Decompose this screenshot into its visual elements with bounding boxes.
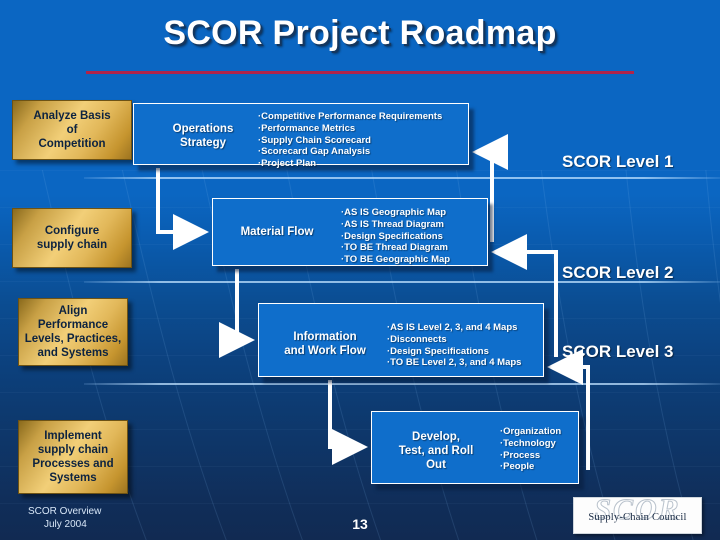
scor-level-2-label: SCOR Level 2	[562, 263, 674, 282]
phase-item: Organization	[500, 426, 561, 438]
divider-level-1	[84, 177, 720, 179]
phase-item: TO BE Level 2, 3, and 4 Maps	[387, 357, 521, 369]
scor-level-1-label: SCOR Level 1	[562, 152, 674, 171]
page-number: 13	[352, 516, 368, 532]
phase-item: AS IS Level 2, 3, and 4 Maps	[387, 322, 521, 334]
phase-item: Scorecard Gap Analysis	[258, 146, 442, 158]
phase-item: TO BE Thread Diagram	[341, 242, 450, 254]
phase-item: Design Specifications	[387, 346, 521, 358]
phase-item-list: Competitive Performance RequirementsPerf…	[258, 111, 442, 170]
phase-item: Project Plan	[258, 158, 442, 170]
phase-item-list: AS IS Level 2, 3, and 4 MapsDisconnectsD…	[387, 322, 521, 369]
phase-item: AS IS Thread Diagram	[341, 219, 450, 231]
phase-item-list: OrganizationTechnologyProcessPeople	[500, 426, 561, 473]
phase-item: Supply Chain Scorecard	[258, 135, 442, 147]
phase-item: People	[500, 461, 561, 473]
phase-item: Competitive Performance Requirements	[258, 111, 442, 123]
phase-box-material-flow[interactable]: Material Flow AS IS Geographic MapAS IS …	[212, 198, 488, 266]
scor-level-3-label: SCOR Level 3	[562, 342, 674, 361]
divider-level-2	[84, 281, 720, 283]
phase-item: Disconnects	[387, 334, 521, 346]
phase-item: Design Specifications	[341, 231, 450, 243]
phase-item-list: AS IS Geographic MapAS IS Thread Diagram…	[341, 207, 450, 266]
phase-item: TO BE Geographic Map	[341, 254, 450, 266]
phase-item: AS IS Geographic Map	[341, 207, 450, 219]
footer-deck-info: SCOR Overview July 2004	[28, 505, 101, 531]
logo-caption: Supply-Chain Council	[588, 512, 687, 523]
divider-level-3	[84, 383, 720, 385]
supply-chain-council-logo: SCOR Supply-Chain Council	[573, 497, 702, 534]
phase-item: Performance Metrics	[258, 123, 442, 135]
page-title: SCOR Project Roadmap	[163, 14, 557, 52]
title-accent-rule	[86, 71, 634, 74]
footer-deck-date: July 2004	[44, 519, 87, 530]
phase-item: Technology	[500, 438, 561, 450]
phase-title: Material Flow	[240, 226, 314, 238]
phase-item: Process	[500, 450, 561, 462]
footer-deck-title: SCOR Overview	[28, 506, 102, 517]
logo-wordmark: SCOR	[594, 497, 681, 527]
